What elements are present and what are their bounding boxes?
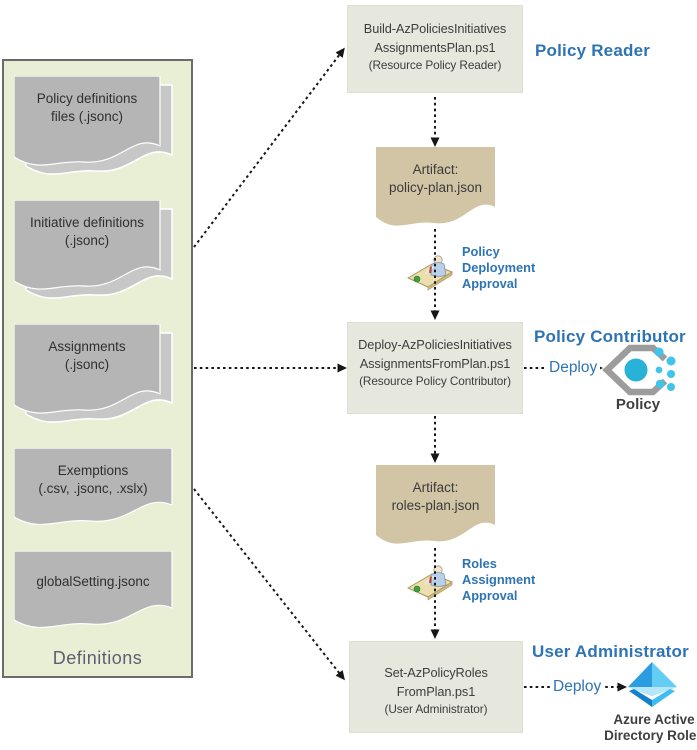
deploy-label-roles: Deploy xyxy=(550,678,605,696)
stacked-document-icon xyxy=(14,76,173,175)
script-name-line: Deploy-AzPoliciesInitiatives xyxy=(358,337,512,352)
doc-initiative-definitions: Initiative definitions (.jsonc) xyxy=(14,200,176,308)
deploy-label-policy: Deploy xyxy=(546,359,601,377)
doc-label-line: Initiative definitions xyxy=(29,215,145,230)
azure-ad-label-line: Directory Roles xyxy=(604,728,697,743)
doc-label-line: Assignments xyxy=(48,339,126,354)
doc-label-line: (.jsonc) xyxy=(64,356,110,372)
script-box-set-roles: Set-AzPolicyRoles FromPlan.ps1 (User Adm… xyxy=(349,641,523,733)
azure-ad-label-line: Azure Active xyxy=(613,712,695,727)
artifact-label-line: Artifact: xyxy=(412,480,459,495)
approval-label-policy-deployment: Policy Deployment Approval xyxy=(462,244,535,292)
stacked-document-icon xyxy=(14,200,173,299)
azure-ad-icon xyxy=(628,662,677,707)
script-role-line: (Resource Policy Contributor) xyxy=(359,374,511,388)
doc-label-line: (.jsonc) xyxy=(64,232,110,248)
doc-label-line: globalSetting.jsonc xyxy=(36,574,150,589)
approval-label-line: Approval xyxy=(462,588,518,603)
approval-label-line: Assignment xyxy=(462,572,536,587)
azure-ad-icon-label: Azure Active Directory Roles xyxy=(598,712,697,744)
artifact-policy-plan: Artifact: policy-plan.json xyxy=(376,147,495,237)
role-label-policy-reader: Policy Reader xyxy=(535,41,651,60)
policy-icon-label: Policy xyxy=(615,396,661,413)
artifact-label-line: policy-plan.json xyxy=(388,180,483,195)
approval-label-line: Roles xyxy=(462,556,497,571)
approval-person-desk-icon xyxy=(406,565,454,601)
script-name-line: AssignmentsFromPlan.ps1 xyxy=(359,356,511,371)
document-icon xyxy=(14,448,173,526)
approval-label-line: Policy xyxy=(462,244,500,259)
doc-policy-definitions: Policy definitions files (.jsonc) xyxy=(14,76,176,184)
approval-label-roles-assignment: Roles Assignment Approval xyxy=(462,556,535,604)
script-role-line: (User Administrator) xyxy=(384,702,488,716)
artifact-roles-plan: Artifact: roles-plan.json xyxy=(376,465,495,555)
arrow-definitions-to-setroles xyxy=(193,488,345,681)
script-box-deploy-from-plan: Deploy-AzPoliciesInitiatives Assignments… xyxy=(347,322,523,414)
artifact-label-line: roles-plan.json xyxy=(391,498,480,513)
artifact-document-icon xyxy=(376,147,495,226)
doc-label-line: Policy definitions xyxy=(36,91,138,106)
script-name-line: Set-AzPolicyRoles xyxy=(384,665,488,680)
artifact-label-line: Artifact: xyxy=(412,162,459,177)
role-label-policy-contributor: Policy Contributor xyxy=(534,327,686,346)
arrow-definitions-to-build xyxy=(193,47,345,248)
definitions-panel-title: Definitions xyxy=(52,648,143,668)
azure-policy-icon xyxy=(602,344,676,396)
approval-label-line: Approval xyxy=(462,276,518,291)
script-name-line: AssignmentsPlan.ps1 xyxy=(374,40,496,55)
doc-assignments: Assignments (.jsonc) xyxy=(14,324,176,432)
document-icon xyxy=(14,551,173,629)
role-label-user-administrator: User Administrator xyxy=(532,642,689,661)
doc-label-line: files (.jsonc) xyxy=(50,108,123,124)
script-role-line: (Resource Policy Reader) xyxy=(368,58,502,72)
artifact-document-icon xyxy=(376,465,495,544)
approval-person-desk-icon xyxy=(406,255,454,291)
doc-global-setting: globalSetting.jsonc xyxy=(14,551,174,639)
stacked-document-icon xyxy=(14,324,173,423)
doc-label-line: Exemptions xyxy=(57,463,129,478)
doc-label-line: (.csv, .jsonc, .xslx) xyxy=(38,480,148,496)
approval-label-line: Deployment xyxy=(462,260,536,275)
script-box-build-plan: Build-AzPoliciesInitiatives AssignmentsP… xyxy=(347,5,523,93)
doc-exemptions: Exemptions (.csv, .jsonc, .xslx) xyxy=(14,448,174,536)
script-name-line: FromPlan.ps1 xyxy=(396,684,476,699)
script-name-line: Build-AzPoliciesInitiatives xyxy=(363,21,507,36)
